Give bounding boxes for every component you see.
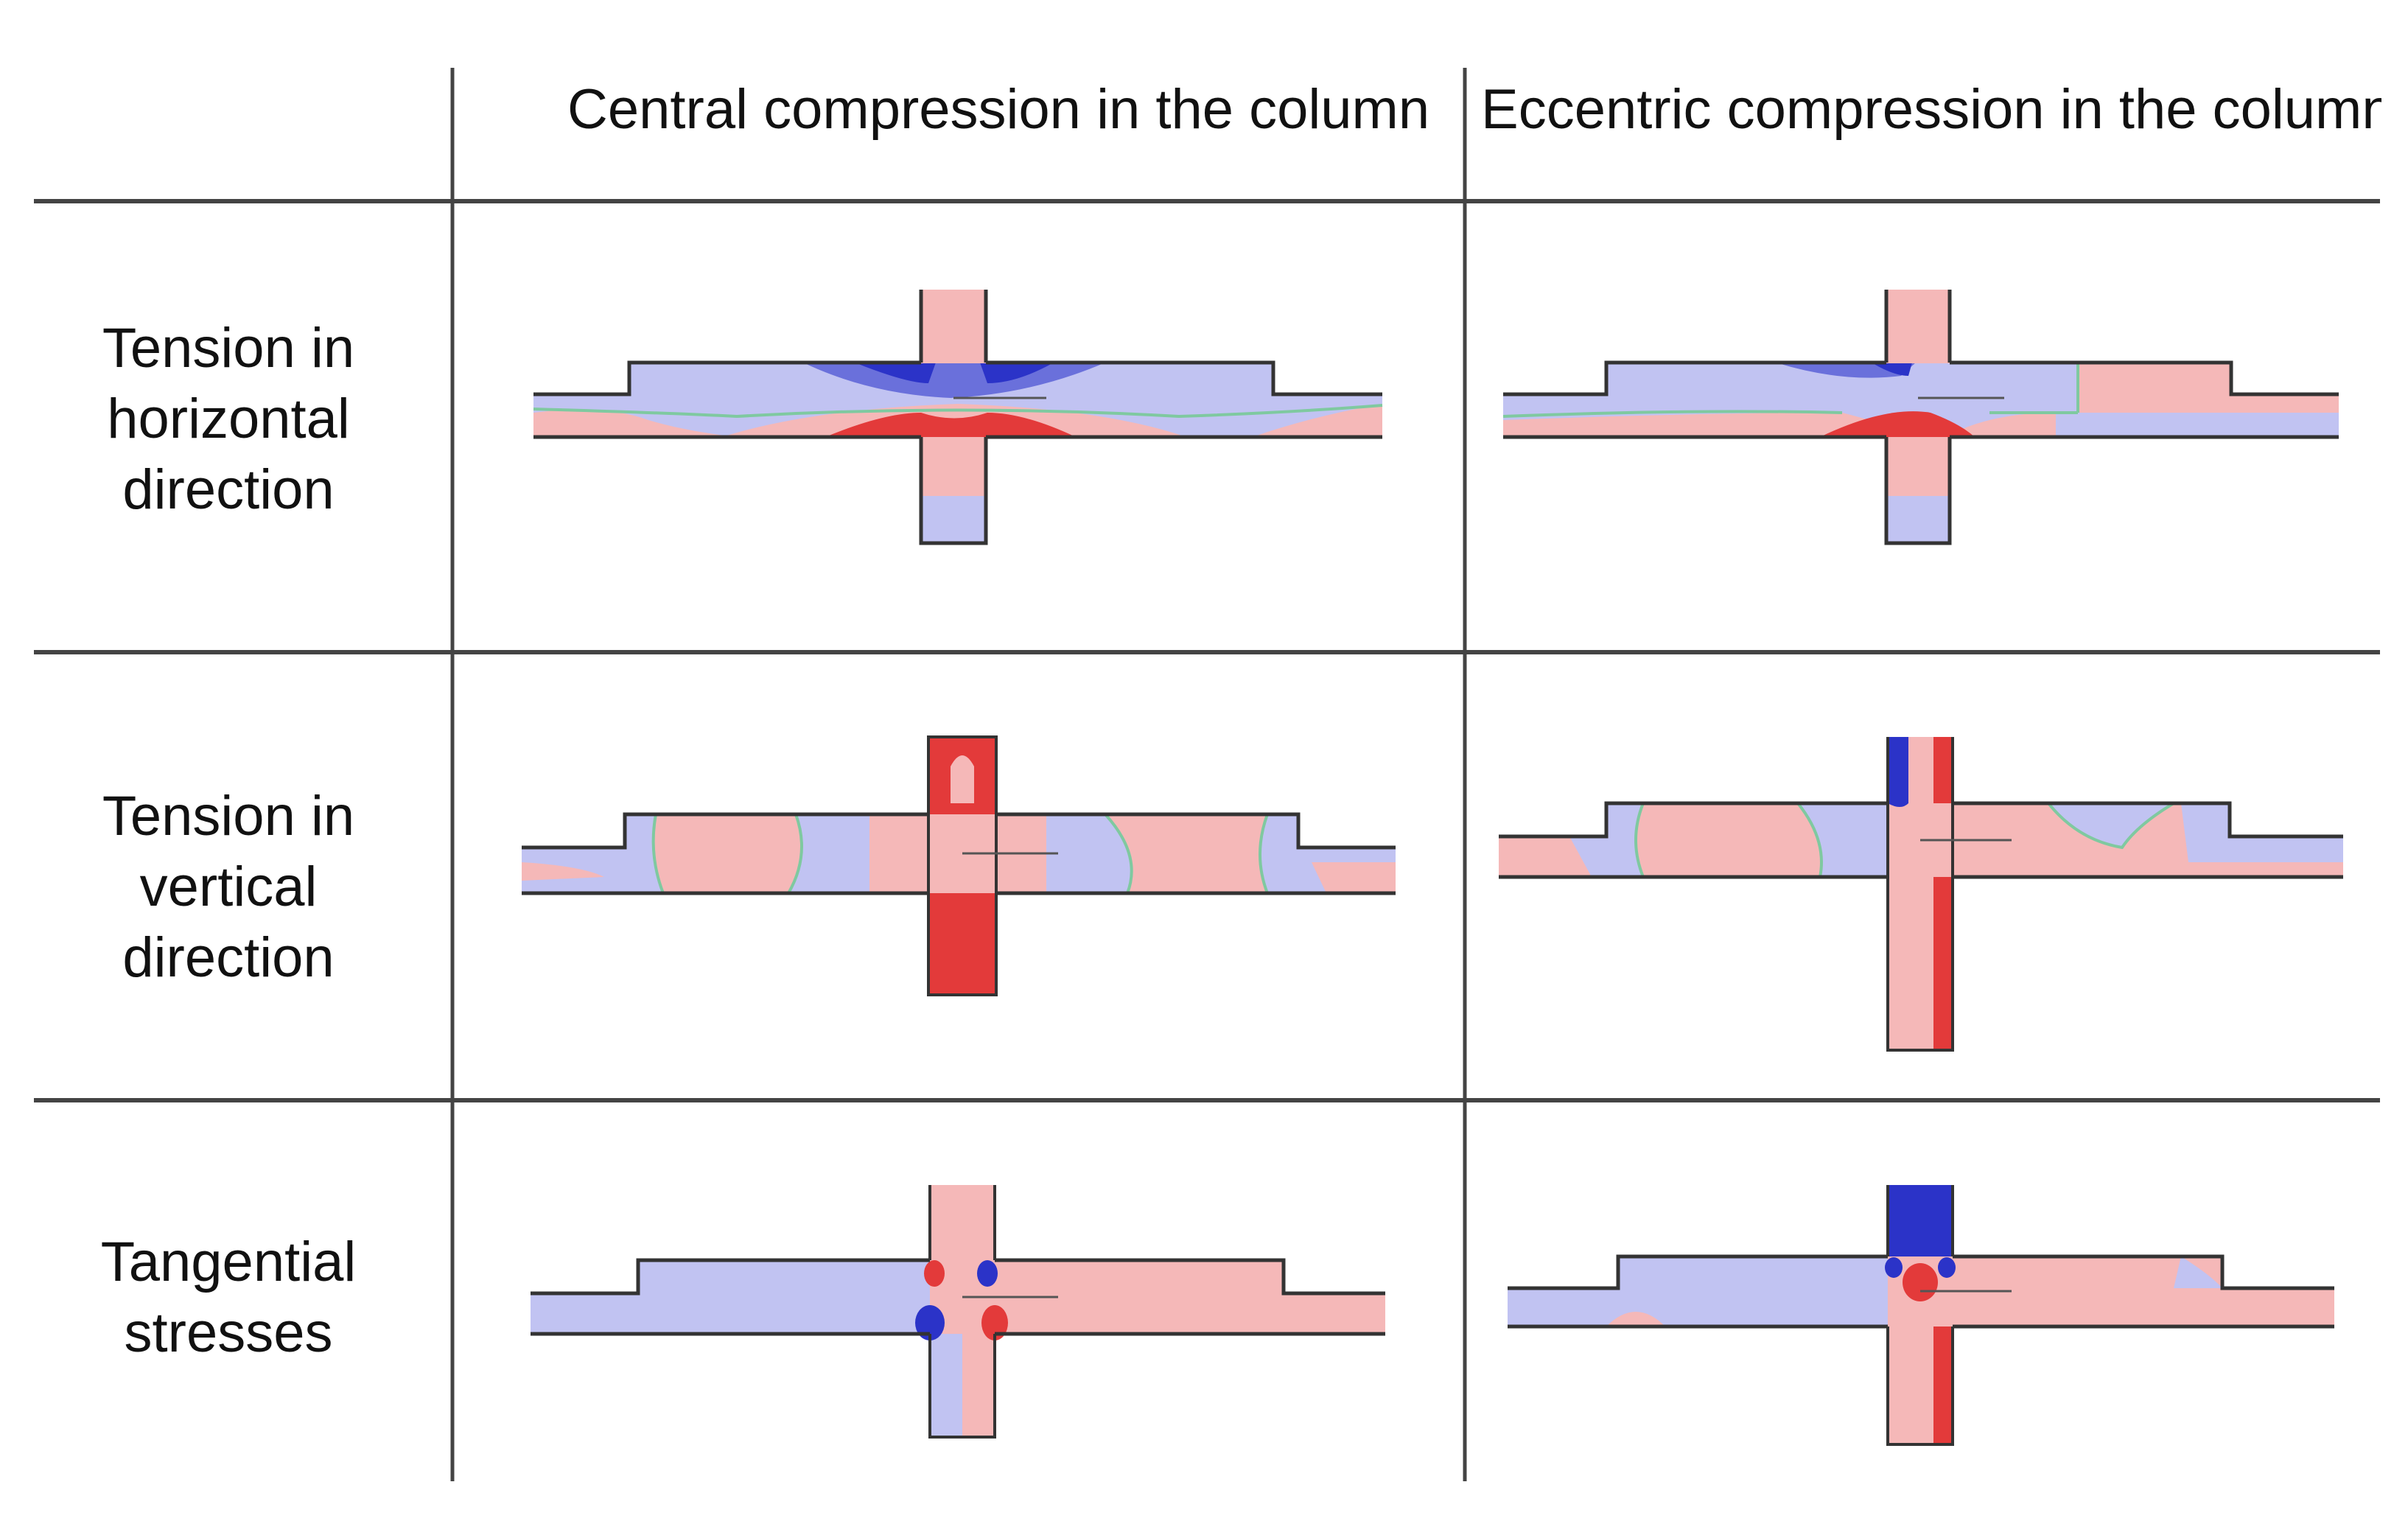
row-label-line: vertical — [139, 856, 318, 918]
row-label-line: horizontal — [107, 388, 350, 450]
row-label-line: direction — [122, 926, 335, 989]
row-label-tangential: Tangential stresses — [29, 1227, 427, 1369]
row-label-line: Tangential — [100, 1231, 357, 1293]
row-label-line: Tension in — [102, 785, 355, 847]
column-header-eccentric: Eccentric compression in the column — [1481, 78, 2381, 141]
row-label-line: direction — [122, 458, 335, 521]
row-label-line: stresses — [124, 1301, 333, 1364]
row-label-horizontal: Tension in horizontal direction — [29, 313, 427, 525]
column-header-central: Central compression in the column — [567, 78, 1430, 141]
row-label-line: Tension in — [102, 317, 355, 380]
row-label-vertical: Tension in vertical direction — [29, 781, 427, 993]
